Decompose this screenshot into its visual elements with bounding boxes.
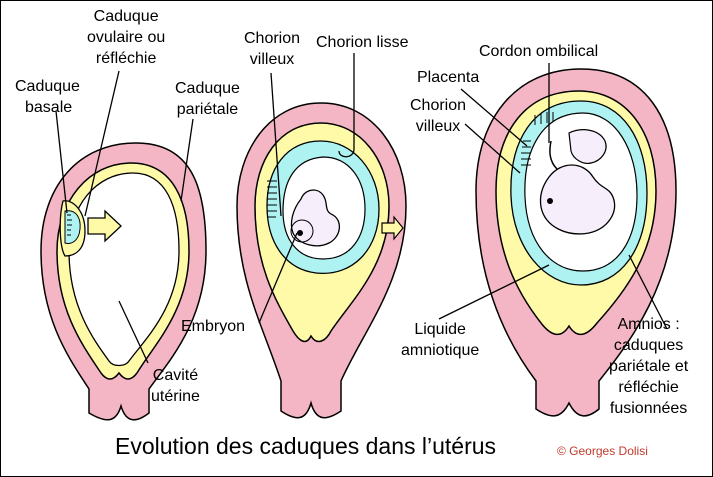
label-caduque-basale: Caduque basale <box>15 76 80 118</box>
embryo-eye-2 <box>297 230 303 236</box>
uterus-2 <box>237 103 406 418</box>
label-cordon-ombilical: Cordon ombilical <box>479 41 598 62</box>
label-chorion-villeux-1: Chorion villeux <box>244 28 300 70</box>
label-caduque-ovulaire: Caduque ovulaire ou réfléchie <box>87 6 165 69</box>
label-caduque-parietale: Caduque pariétale <box>175 78 240 120</box>
label-amnios: Amnios : caduques pariétale et réfléchie… <box>609 314 688 419</box>
label-chorion-lisse: Chorion lisse <box>316 32 408 53</box>
figure-title: Evolution des caduques dans l’utérus <box>115 433 496 460</box>
embryo-eye-3 <box>547 198 553 204</box>
label-chorion-villeux-2: Chorion villeux <box>410 95 466 137</box>
label-placenta: Placenta <box>417 67 479 88</box>
label-liquide-amniotique: Liquide amniotique <box>401 319 479 361</box>
label-cavite-uterine: Cavité utérine <box>151 365 200 407</box>
label-embryon: Embryon <box>181 316 245 337</box>
copyright-notice: © Georges Dolisi <box>557 444 648 458</box>
